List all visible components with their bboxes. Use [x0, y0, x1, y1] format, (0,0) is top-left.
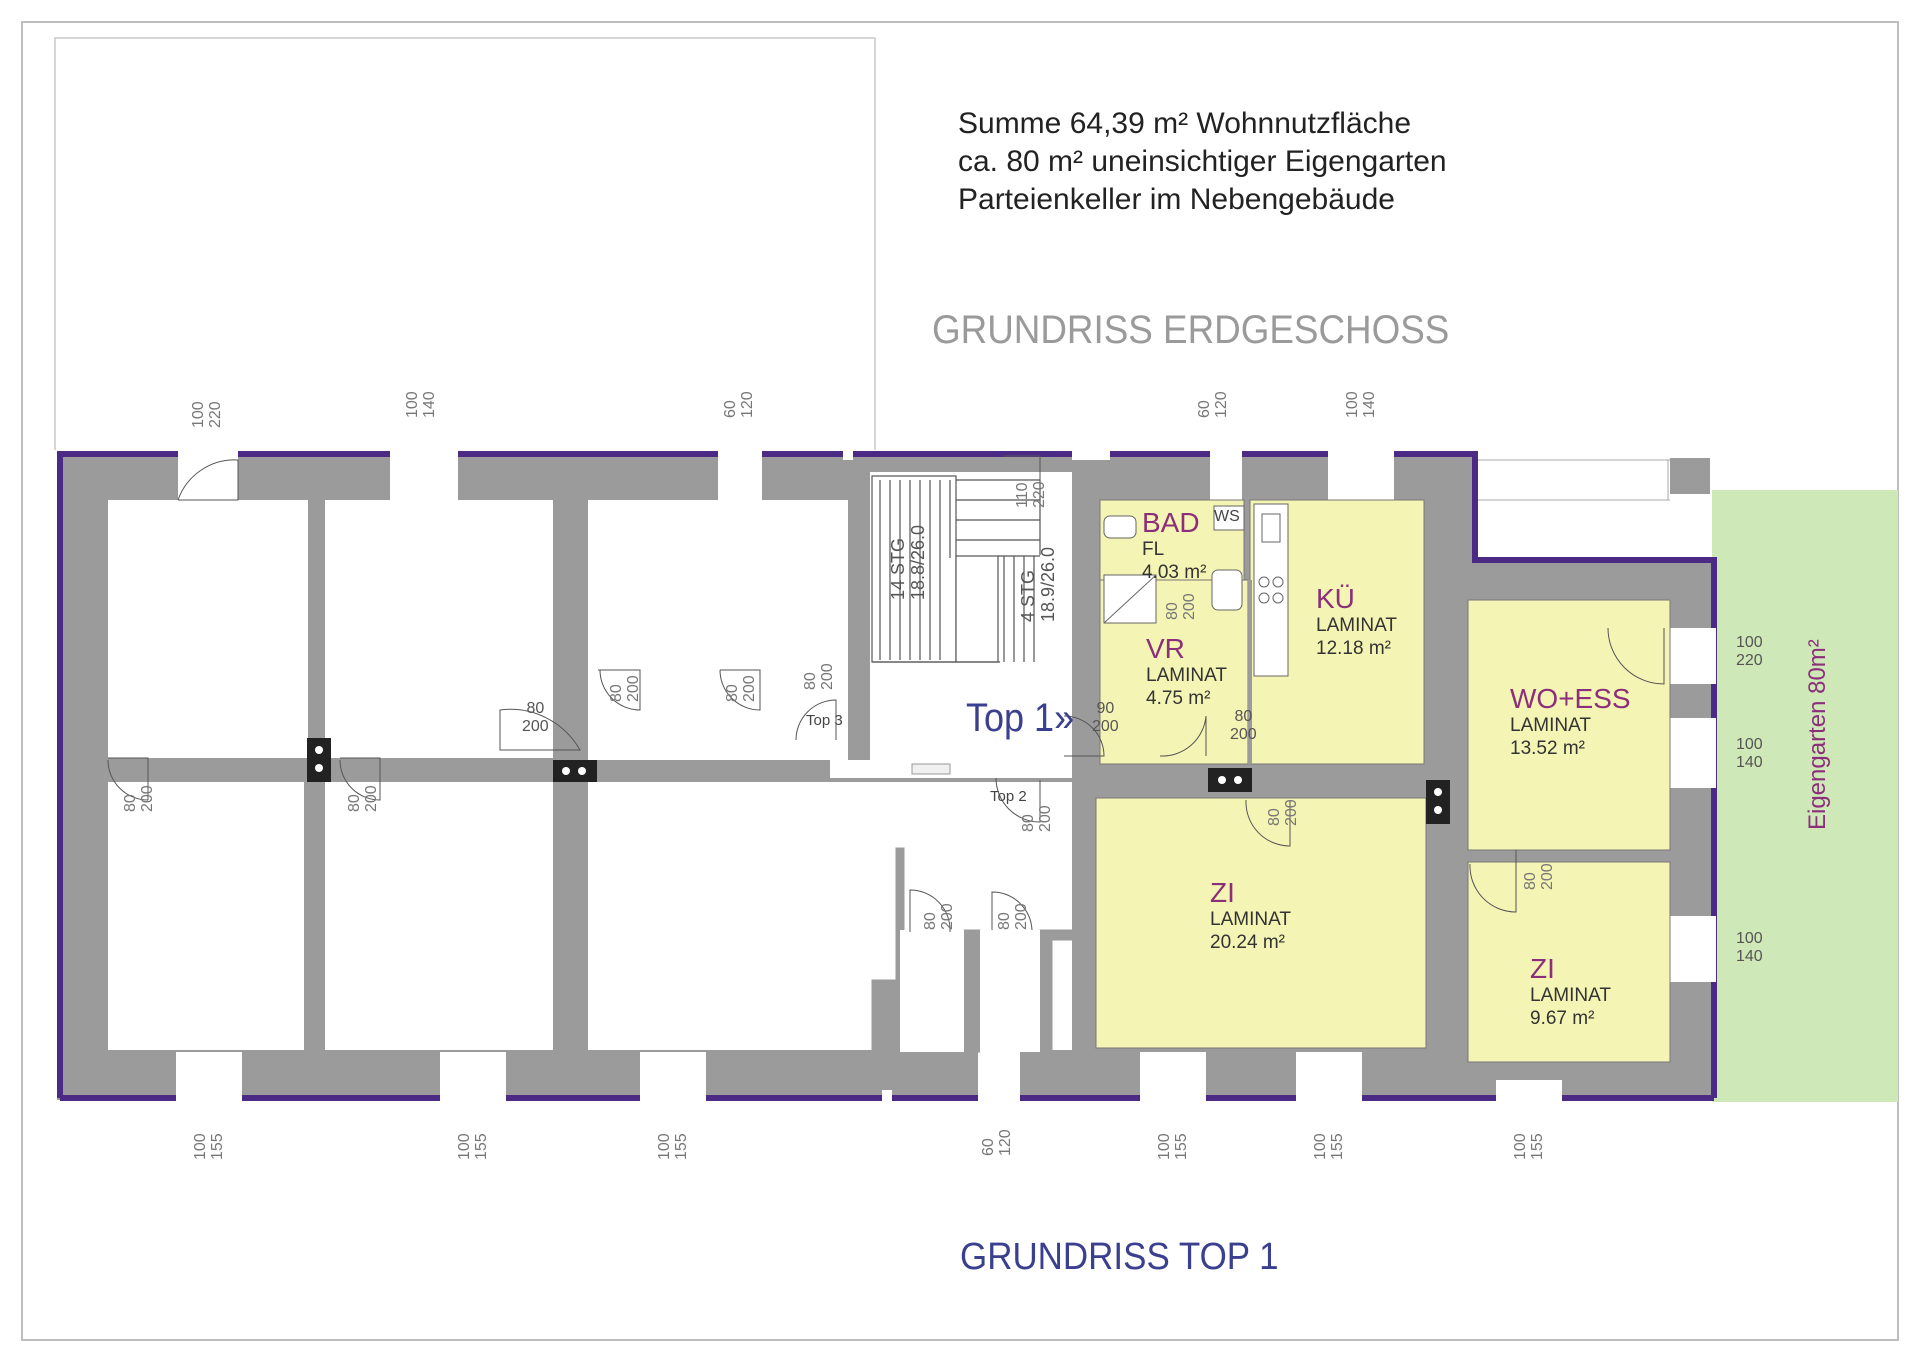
- window-openings: [176, 450, 1716, 1102]
- top1-marker: Top 1»: [966, 696, 1075, 740]
- upper-area-outline: [54, 37, 876, 450]
- ws-label: WS: [1214, 508, 1240, 525]
- chimneys: [307, 738, 1450, 824]
- garden-area: [1712, 490, 1898, 1102]
- summary-garden: ca. 80 m² uneinsichtiger Eigengarten: [958, 145, 1447, 178]
- summary-cellar: Parteienkeller im Nebengebäude: [958, 183, 1395, 216]
- room-kue: KÜ LAMINAT 12.18 m²: [1316, 584, 1397, 660]
- title-erdgeschoss: GRUNDRISS ERDGESCHOSS: [932, 308, 1450, 352]
- room-zi-large: ZI LAMINAT 20.24 m²: [1210, 878, 1291, 954]
- room-bad: BAD FL 4.03 m²: [1142, 508, 1206, 584]
- left-rooms: [108, 472, 1072, 1050]
- room-kue-name: KÜ: [1316, 583, 1355, 614]
- top3-label: Top 3: [806, 712, 843, 729]
- room-kue-floor: LAMINAT: [1316, 615, 1397, 636]
- top1-rooms: [1095, 499, 1671, 1063]
- room-vr-name: VR: [1146, 633, 1185, 664]
- room-woess-floor: LAMINAT: [1510, 715, 1591, 736]
- room-zi-large-area: 20.24 m²: [1210, 932, 1285, 953]
- lower-corridor-walls: [871, 847, 1073, 1053]
- room-woess-name: WO+ESS: [1510, 683, 1631, 714]
- room-zi-large-floor: LAMINAT: [1210, 909, 1291, 930]
- room-vr-floor: LAMINAT: [1146, 665, 1227, 686]
- room-vr-area: 4.75 m²: [1146, 688, 1211, 709]
- room-zi-large-name: ZI: [1210, 877, 1235, 908]
- garden-label: Eigengarten 80m²: [1804, 639, 1831, 830]
- room-zi-small-floor: LAMINAT: [1530, 985, 1611, 1006]
- room-woess: WO+ESS LAMINAT 13.52 m²: [1510, 684, 1631, 760]
- room-zi-small: ZI LAMINAT 9.67 m²: [1530, 954, 1611, 1030]
- area-summary: Summe 64,39 m² Wohnnutzfläche ca. 80 m² …: [958, 105, 1447, 219]
- bath-fixtures: [1103, 503, 1289, 677]
- door-swings: [107, 455, 1665, 933]
- room-bad-area: 4.03 m²: [1142, 562, 1207, 583]
- room-kue-area: 12.18 m²: [1316, 638, 1391, 659]
- room-vr: VR LAMINAT 4.75 m²: [1146, 634, 1227, 710]
- room-zi-small-name: ZI: [1530, 953, 1555, 984]
- room-woess-area: 13.52 m²: [1510, 738, 1585, 759]
- top2-label: Top 2: [990, 788, 1027, 805]
- room-bad-floor: FL: [1142, 539, 1165, 560]
- summary-living-area: Summe 64,39 m² Wohnnutzfläche: [958, 107, 1412, 140]
- room-bad-name: BAD: [1142, 507, 1200, 538]
- title-top1: GRUNDRISS TOP 1: [960, 1236, 1279, 1278]
- room-zi-small-area: 9.67 m²: [1530, 1008, 1595, 1029]
